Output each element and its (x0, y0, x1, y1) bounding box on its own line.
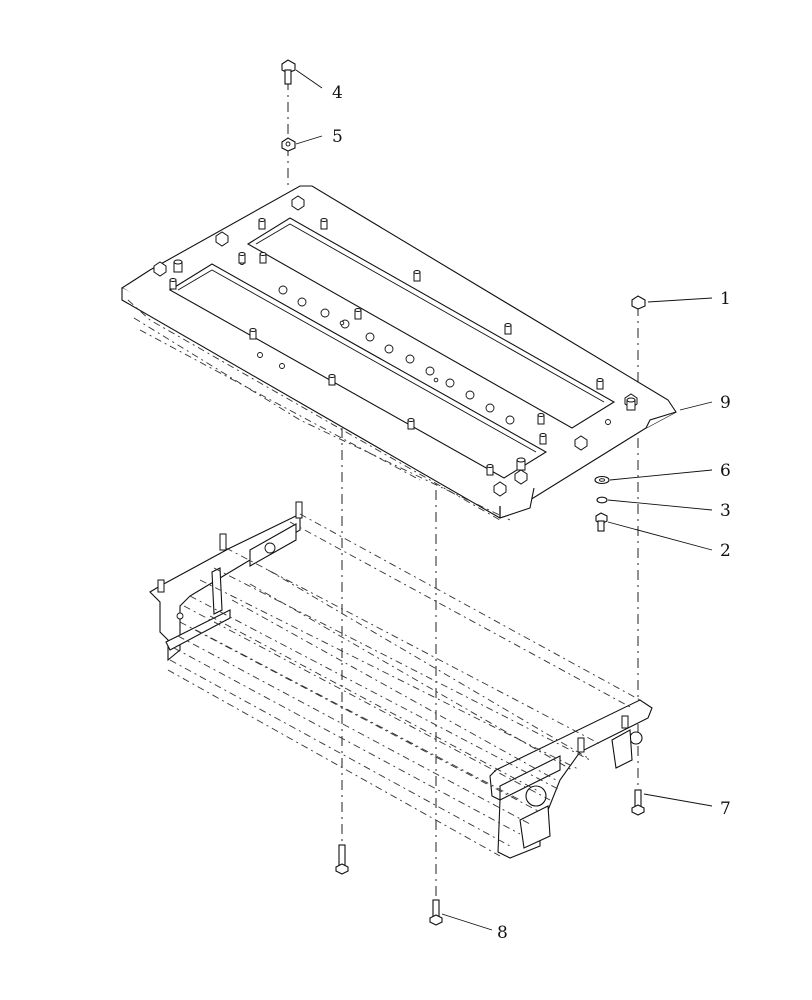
callout-8: 8 (497, 923, 508, 943)
top-plate (120, 185, 677, 521)
callout-1: 1 (720, 289, 731, 309)
callout-2: 2 (720, 541, 731, 561)
callout-4: 4 (332, 83, 343, 103)
lower-frame-assembly (149, 501, 653, 859)
lock-washer-item-3 (596, 496, 608, 504)
callout-7: 7 (720, 799, 731, 819)
plate-holes (239, 259, 611, 425)
bolt-item-4 (281, 59, 296, 85)
bolt-item-8-right (429, 899, 443, 926)
bolt-item-2 (595, 512, 608, 532)
callout-labels: 1 2 3 4 5 6 7 8 9 (332, 83, 731, 943)
bolt-item-7 (631, 789, 645, 816)
washer-item-6 (594, 475, 610, 485)
nut-item-1 (631, 295, 646, 310)
plate-studs (153, 195, 638, 497)
callout-3: 3 (720, 501, 731, 521)
leader-lines (295, 69, 713, 931)
callout-5: 5 (332, 127, 343, 147)
callout-6: 6 (720, 461, 731, 481)
callout-9: 9 (720, 393, 731, 413)
bolt-item-8-left (335, 844, 349, 875)
nut-item-5 (281, 137, 296, 152)
